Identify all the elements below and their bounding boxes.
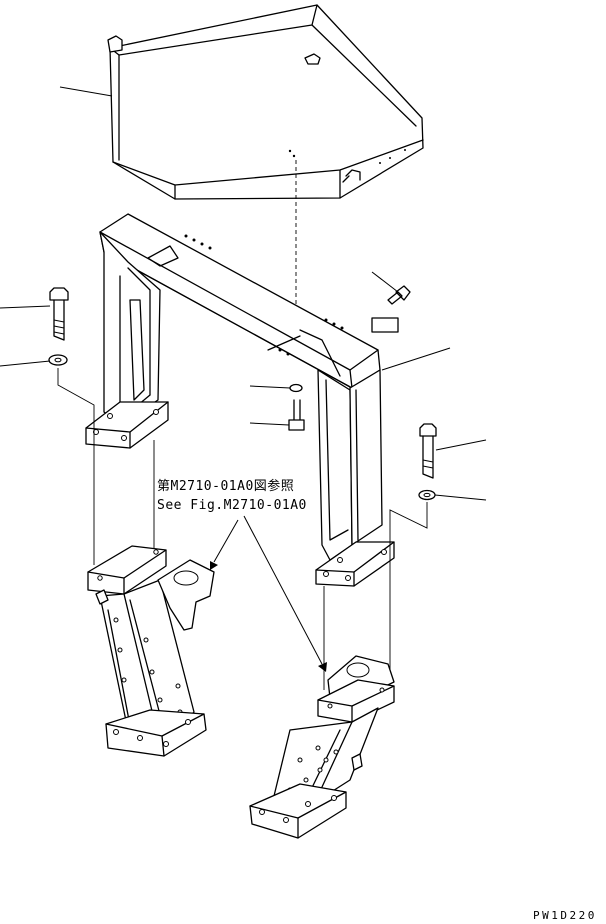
reference-note-en: See Fig.M2710-01A0 bbox=[157, 498, 307, 513]
lower-left-leg bbox=[87, 545, 215, 757]
drawing-code: PW1D220 bbox=[533, 909, 597, 922]
lower-right-leg bbox=[249, 655, 395, 839]
assembly-lines bbox=[57, 368, 428, 690]
washer-left bbox=[48, 354, 68, 366]
bolt-right bbox=[419, 423, 437, 479]
bolt-left bbox=[49, 287, 69, 341]
reference-arrows bbox=[210, 515, 327, 672]
bolt-top-right bbox=[371, 285, 411, 333]
washer-right bbox=[418, 489, 436, 501]
callout-leaders bbox=[0, 86, 487, 501]
top-cover bbox=[107, 4, 424, 200]
reference-note-jp: 第M2710-01A0図参照 bbox=[157, 478, 294, 494]
upper-frame bbox=[85, 213, 395, 587]
bolt-center bbox=[288, 383, 305, 431]
